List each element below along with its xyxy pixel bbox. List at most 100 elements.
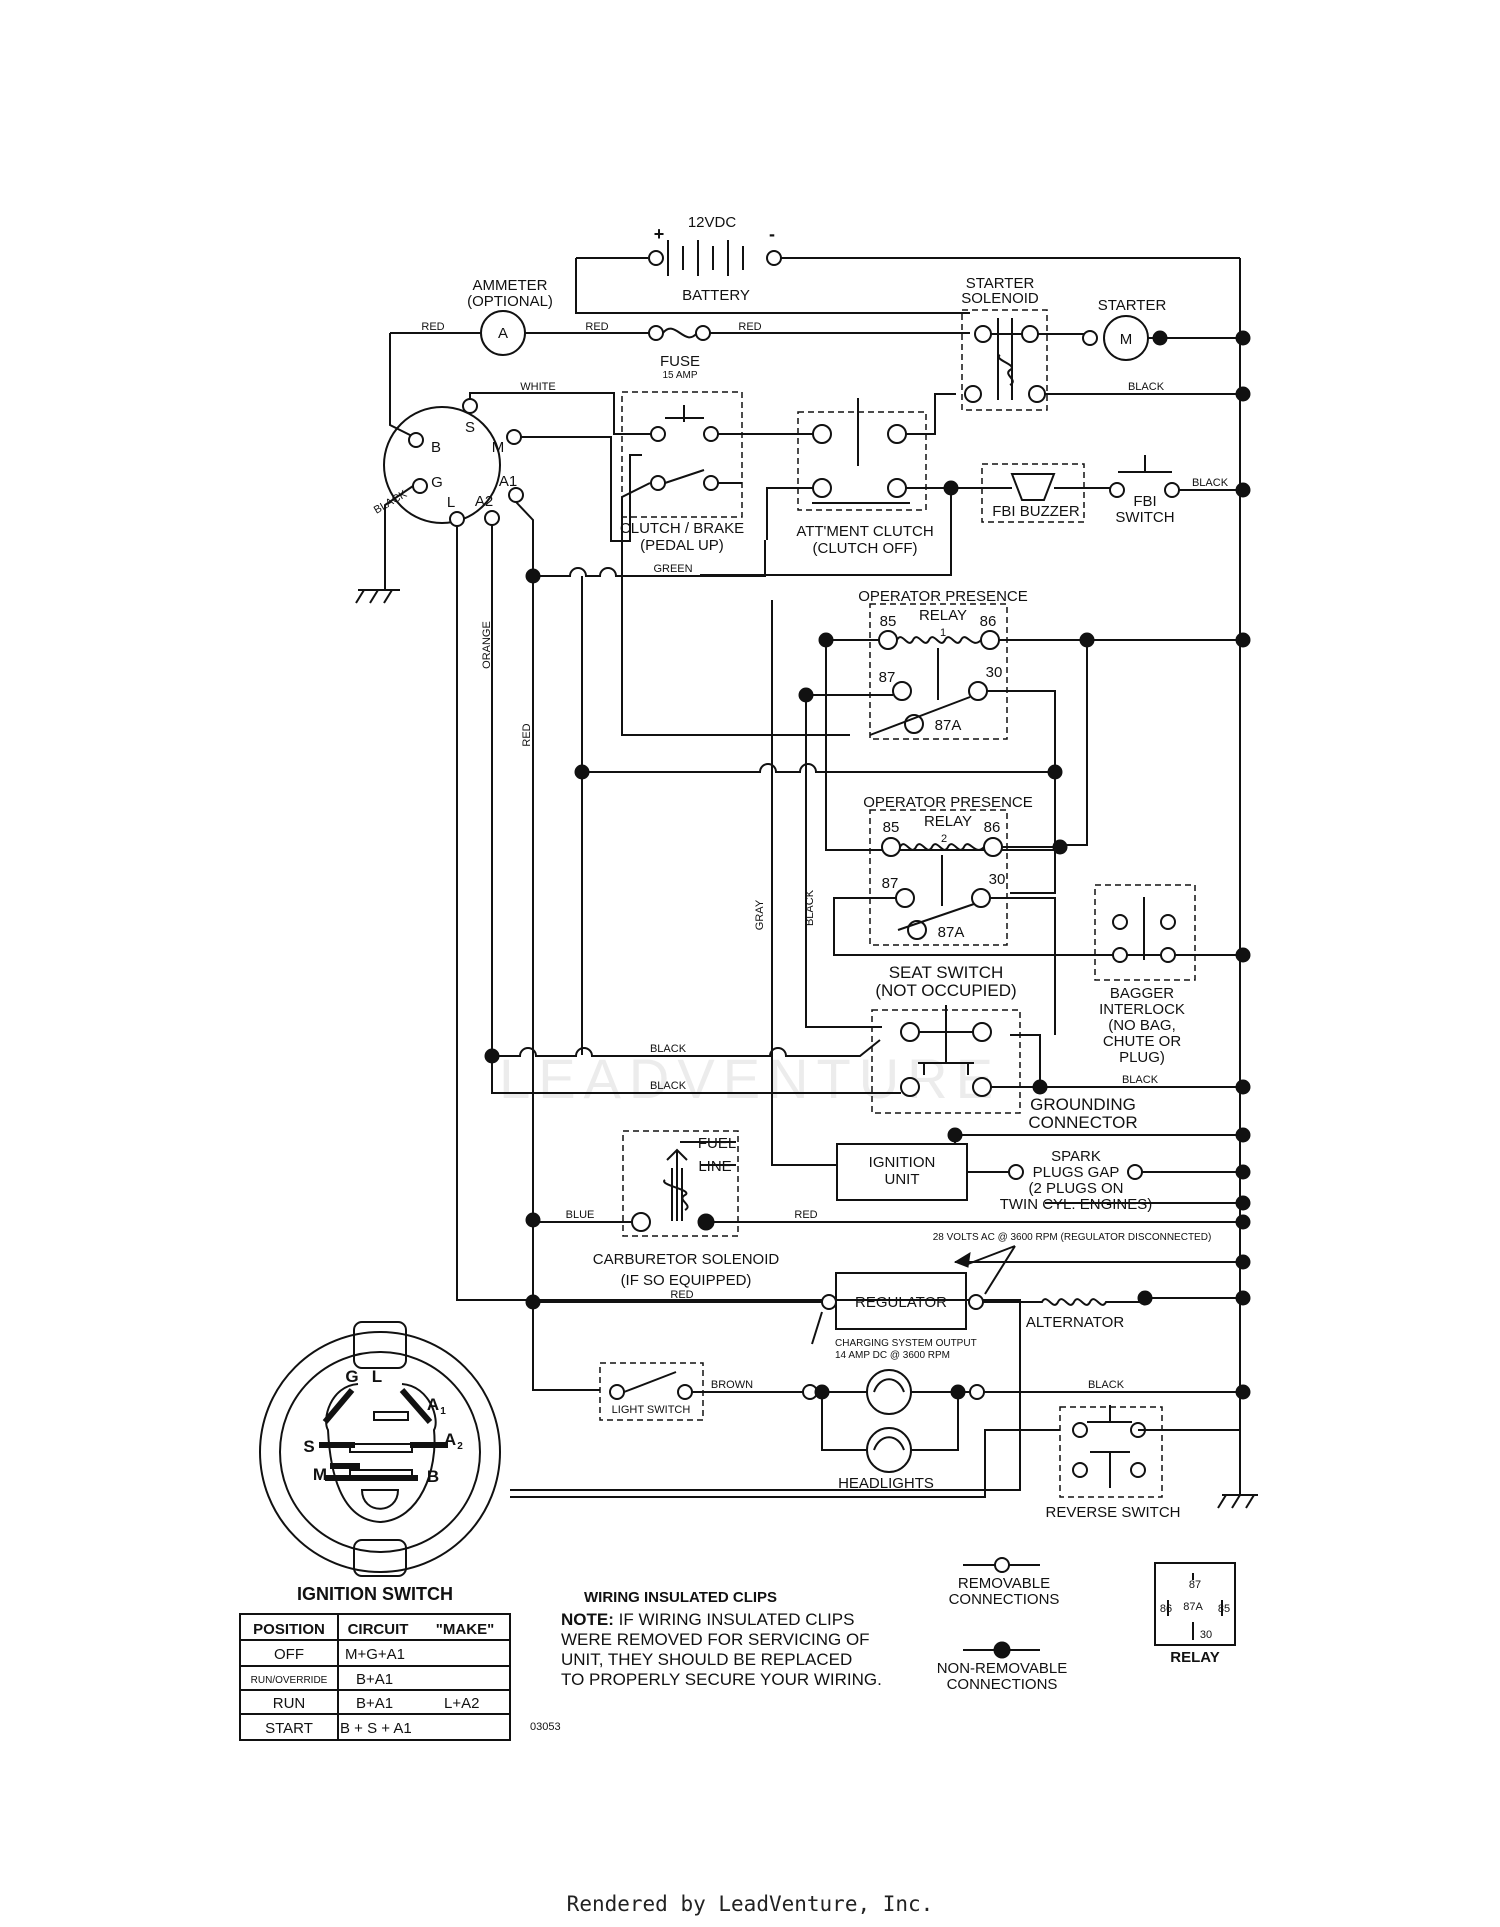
table-cell-position: START bbox=[265, 1720, 313, 1737]
wire-label-red: RED bbox=[794, 1209, 817, 1221]
relay-1-pin-87a: 87A bbox=[935, 717, 962, 734]
ignition-face-m: M bbox=[313, 1465, 327, 1484]
ignition-switch: S B M G A1 L A2 bbox=[383, 398, 524, 527]
clips-note-title: WIRING INSULATED CLIPS bbox=[584, 1589, 777, 1606]
starter-solenoid-label: STARTER bbox=[966, 275, 1035, 292]
relay-2-pin-86: 86 bbox=[984, 819, 1001, 836]
wire-label-black: BLACK bbox=[1192, 477, 1229, 489]
relay-1-title: OPERATOR PRESENCE bbox=[858, 588, 1027, 605]
wire-label-black: BLACK bbox=[1128, 381, 1165, 393]
wire-label-blue: BLUE bbox=[566, 1209, 595, 1221]
wire-label-black: BLACK bbox=[650, 1043, 687, 1055]
carburetor-solenoid-label: CARBURETOR SOLENOID bbox=[593, 1251, 780, 1268]
reverse-switch: REVERSE SWITCH bbox=[1045, 1405, 1181, 1521]
wire-label-black: BLACK bbox=[650, 1080, 687, 1092]
ammeter-optional-label: (OPTIONAL) bbox=[467, 293, 553, 310]
ignition-face-a2: A bbox=[444, 1430, 456, 1449]
ignition-face-g: G bbox=[345, 1367, 358, 1386]
starter-solenoid-label-2: SOLENOID bbox=[961, 290, 1039, 307]
connection-legend: REMOVABLE CONNECTIONS NON-REMOVABLE CONN… bbox=[937, 1557, 1068, 1693]
relay-2-title: OPERATOR PRESENCE bbox=[863, 794, 1032, 811]
table-cell-circuit: B+A1 bbox=[356, 1671, 393, 1688]
ignition-position-table: POSITION CIRCUIT "MAKE" OFF M+G+A1 RUN/O… bbox=[239, 1613, 511, 1741]
regulator: REGULATOR bbox=[821, 1272, 984, 1330]
seat-switch-occupied-label: (NOT OCCUPIED) bbox=[875, 981, 1016, 1000]
table-header-make: "MAKE" bbox=[436, 1621, 494, 1638]
wire-label-red: RED bbox=[421, 321, 444, 333]
seat-switch-label: SEAT SWITCH bbox=[889, 963, 1004, 982]
starter-motor-letter: M bbox=[1120, 331, 1133, 348]
light-switch: LIGHT SWITCH bbox=[599, 1362, 704, 1421]
fbi-switch-label-2: SWITCH bbox=[1115, 509, 1174, 526]
legend-nonremovable: NON-REMOVABLE bbox=[937, 1660, 1068, 1677]
bagger-interlock-label-2: INTERLOCK bbox=[1099, 1001, 1185, 1018]
relay-legend-title: RELAY bbox=[1170, 1649, 1219, 1666]
ignition-terminal-l: L bbox=[447, 494, 455, 511]
fbi-buzzer-label: FBI BUZZER bbox=[992, 503, 1080, 520]
relay-1-number: 1 bbox=[940, 627, 946, 639]
battery: 12VDC + - BATTERY bbox=[576, 214, 1240, 304]
relay-1-pin-87: 87 bbox=[879, 669, 896, 686]
attachment-clutch-label: ATT'MENT CLUTCH bbox=[796, 523, 933, 540]
battery-minus-label: - bbox=[769, 224, 775, 244]
ignition-terminal-g: G bbox=[431, 474, 443, 491]
wire-label-red: RED bbox=[585, 321, 608, 333]
wire-label-white: WHITE bbox=[520, 381, 555, 393]
table-cell-position: OFF bbox=[274, 1646, 304, 1663]
bagger-interlock: BAGGER INTERLOCK (NO BAG, CHUTE OR PLUG) bbox=[1094, 884, 1196, 1066]
fuse-rating-label: 15 AMP bbox=[662, 370, 697, 381]
table-cell-position: RUN/OVERRIDE bbox=[251, 1675, 328, 1686]
ignition-terminal-a2: A2 bbox=[475, 493, 493, 510]
battery-voltage-label: 12VDC bbox=[688, 214, 737, 231]
clips-note-line-1: NOTE: IF WIRING INSULATED CLIPS bbox=[561, 1610, 854, 1629]
grounding-connector-label: GROUNDING bbox=[1030, 1095, 1136, 1114]
clutch-brake-switch: CLUTCH / BRAKE (PEDAL UP) bbox=[620, 391, 744, 554]
ammeter: A AMMETER (OPTIONAL) bbox=[467, 277, 553, 356]
table-header-circuit: CIRCUIT bbox=[348, 1621, 409, 1638]
charging-output-note-2: 14 AMP DC @ 3600 RPM bbox=[835, 1350, 950, 1361]
light-switch-label: LIGHT SWITCH bbox=[612, 1404, 691, 1416]
fbi-switch-label: FBI bbox=[1133, 493, 1156, 510]
legend-removable-2: CONNECTIONS bbox=[949, 1591, 1060, 1608]
legend-removable: REMOVABLE bbox=[958, 1575, 1050, 1592]
relay-legend-87a: 87A bbox=[1183, 1601, 1203, 1613]
wire-label-gray: GRAY bbox=[754, 899, 766, 930]
relay-1-subtitle: RELAY bbox=[919, 607, 967, 624]
relay-2-pin-30: 30 bbox=[989, 871, 1006, 888]
ignition-terminal-b: B bbox=[431, 439, 441, 456]
ignition-face-b: B bbox=[427, 1467, 439, 1486]
ignition-terminal-m: M bbox=[492, 439, 505, 456]
spark-plugs-label: SPARK bbox=[1051, 1148, 1101, 1165]
relay-2-subtitle: RELAY bbox=[924, 813, 972, 830]
table-cell-circuit: B + S + A1 bbox=[340, 1720, 412, 1737]
ammeter-label: AMMETER bbox=[473, 277, 548, 294]
starter-solenoid: STARTER SOLENOID bbox=[961, 275, 1048, 411]
relay-1-pin-30: 30 bbox=[986, 664, 1003, 681]
attachment-clutch-off-label: (CLUTCH OFF) bbox=[813, 540, 918, 557]
spark-plugs-label-4: TWIN CYL. ENGINES) bbox=[1000, 1196, 1153, 1213]
operator-presence-relay-1: OPERATOR PRESENCE RELAY 1 85 86 87 30 87… bbox=[858, 588, 1028, 740]
table-cell-circuit: M+G+A1 bbox=[345, 1646, 405, 1663]
spark-plugs-label-3: (2 PLUGS ON bbox=[1028, 1180, 1123, 1197]
clips-note-line-4: TO PROPERLY SECURE YOUR WIRING. bbox=[561, 1670, 882, 1689]
alternator-label: ALTERNATOR bbox=[1026, 1314, 1125, 1331]
fuel-line-label-2: LINE bbox=[698, 1158, 731, 1175]
relay-legend-86: 86 bbox=[1160, 1603, 1172, 1615]
table-cell-extra: L+A2 bbox=[444, 1695, 479, 1712]
alternator-voltage-note: 28 VOLTS AC @ 3600 RPM (REGULATOR DISCON… bbox=[933, 1232, 1212, 1243]
wire-label-black: BLACK bbox=[804, 889, 816, 926]
ignition-face-a1: A bbox=[427, 1395, 439, 1414]
ignition-terminal-a1: A1 bbox=[499, 473, 517, 490]
clips-note-line-3: UNIT, THEY SHOULD BE REPLACED bbox=[561, 1650, 852, 1669]
bagger-interlock-label-3: (NO BAG, bbox=[1108, 1017, 1176, 1034]
spark-plugs-label-2: PLUGS GAP bbox=[1033, 1164, 1120, 1181]
starter-motor: M STARTER bbox=[1082, 297, 1166, 361]
relay-2-pin-87a: 87A bbox=[938, 924, 965, 941]
wire-label-red: RED bbox=[521, 723, 533, 746]
ignition-terminal-s: S bbox=[465, 419, 475, 436]
charging-output-note: CHARGING SYSTEM OUTPUT bbox=[835, 1338, 977, 1349]
clutch-brake-label: CLUTCH / BRAKE bbox=[620, 520, 744, 537]
wire-label-black: BLACK bbox=[1122, 1074, 1159, 1086]
wire-label-green: GREEN bbox=[653, 563, 692, 575]
wire-label-brown: BROWN bbox=[711, 1379, 753, 1391]
